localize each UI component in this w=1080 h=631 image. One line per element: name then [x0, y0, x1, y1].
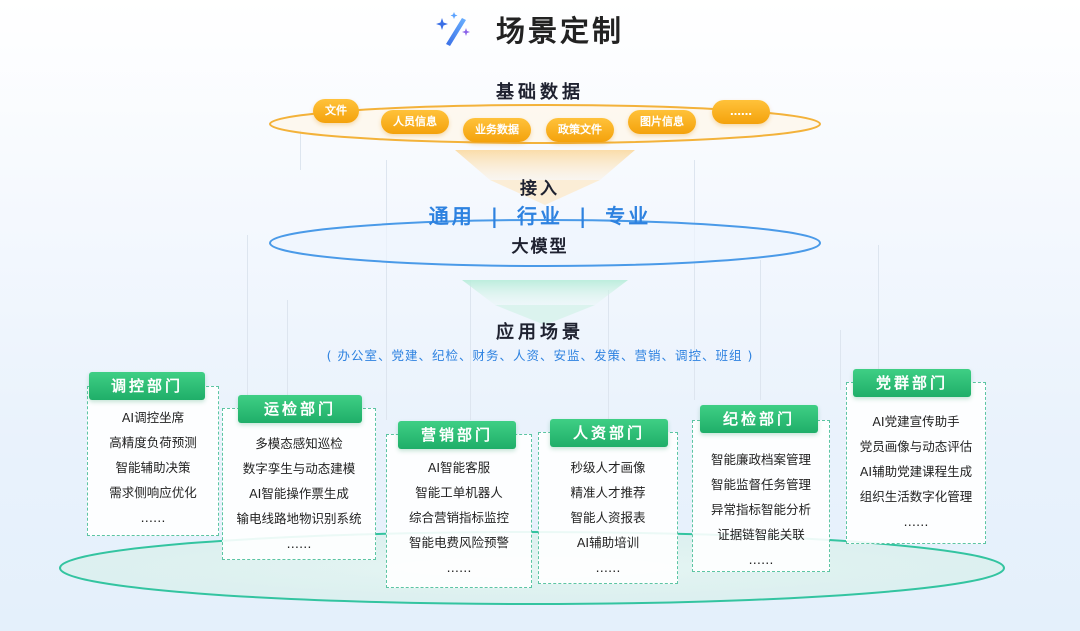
department-item: …… — [140, 510, 166, 525]
department-item: 智能电费风险预警 — [408, 535, 509, 550]
department-item: …… — [446, 560, 472, 575]
model-type-general: 通用 — [428, 204, 475, 228]
vertical-line — [247, 235, 248, 395]
department-header-maintenance: 运检部门 — [238, 395, 362, 423]
department-item: AI调控坐席 — [121, 410, 185, 425]
department-item: 智能监督任务管理 — [710, 477, 811, 492]
department-item: 综合营销指标监控 — [408, 510, 509, 525]
department-item: 组织生活数字化管理 — [859, 489, 973, 504]
funnel-arrow-green — [462, 280, 628, 305]
funnel-tip-green — [495, 305, 595, 325]
department-item: AI辅助培训 — [576, 535, 640, 550]
department-card-dispatch: AI调控坐席 高精度负荷预测 智能辅助决策 需求侧响应优化 …… — [87, 386, 219, 536]
vertical-line — [840, 330, 841, 390]
vertical-line — [470, 280, 471, 420]
application-subheading: ( 办公室、党建、纪检、财务、人资、安监、发策、营销、调控、班组 ) — [326, 348, 754, 363]
department-item: …… — [286, 536, 312, 551]
department-card-discipline: 智能廉政档案管理 智能监督任务管理 异常指标智能分析 证据链智能关联 …… — [692, 420, 830, 572]
vertical-line — [760, 260, 761, 400]
model-ring — [269, 219, 821, 267]
department-item: 精准人才推荐 — [570, 485, 646, 500]
department-item: AI智能操作票生成 — [249, 486, 349, 501]
model-types: 通用 | 行业 | 专业 — [0, 200, 1080, 229]
model-separator: | — [578, 204, 590, 228]
data-pill-file: 文件 — [313, 99, 359, 123]
vertical-line — [878, 245, 879, 370]
model-type-professional: 专业 — [605, 204, 652, 228]
vertical-line — [694, 160, 695, 400]
department-item: 异常指标智能分析 — [710, 502, 811, 517]
vertical-line — [386, 160, 387, 420]
data-pill-image: 图片信息 — [628, 110, 696, 134]
department-item: 智能辅助决策 — [115, 460, 191, 475]
model-label: 大模型 — [511, 237, 569, 257]
department-header-hr: 人资部门 — [550, 419, 668, 447]
vertical-line — [287, 300, 288, 395]
vertical-line — [300, 130, 301, 170]
data-pill-business: 业务数据 — [463, 118, 531, 142]
department-item: 智能工单机器人 — [415, 485, 503, 500]
department-header-party: 党群部门 — [853, 369, 971, 397]
model-type-industry: 行业 — [517, 204, 563, 228]
department-item: 党员画像与动态评估 — [859, 439, 973, 454]
page-title: 场景定制 — [495, 14, 624, 48]
department-card-maintenance: 多模态感知巡检 数字孪生与动态建模 AI智能操作票生成 输电线路地物识别系统 …… — [222, 408, 376, 560]
department-header-discipline: 纪检部门 — [700, 405, 818, 433]
department-item: 秒级人才画像 — [570, 460, 646, 475]
department-item: 高精度负荷预测 — [109, 435, 197, 450]
department-card-party: AI党建宣传助手 党员画像与动态评估 AI辅助党建课程生成 组织生活数字化管理 … — [846, 382, 986, 544]
data-pill-personnel: 人员信息 — [381, 110, 449, 134]
department-item: …… — [595, 560, 621, 575]
department-item: AI党建宣传助手 — [872, 414, 960, 429]
department-header-dispatch: 调控部门 — [89, 372, 205, 400]
department-item: AI辅助党建课程生成 — [859, 464, 973, 479]
department-item: 需求侧响应优化 — [109, 485, 197, 500]
department-header-marketing: 营销部门 — [398, 421, 516, 449]
data-pill-policy: 政策文件 — [546, 118, 614, 142]
department-item: 数字孪生与动态建模 — [242, 461, 356, 476]
sparkle-wand-icon — [436, 12, 470, 46]
department-card-marketing: AI智能客服 智能工单机器人 综合营销指标监控 智能电费风险预警 …… — [386, 434, 532, 588]
department-item: AI智能客服 — [427, 460, 491, 475]
access-heading: 接入 — [520, 179, 560, 199]
data-pill-more: …… — [712, 100, 770, 124]
funnel-tip-orange — [490, 180, 600, 205]
department-item: 智能廉政档案管理 — [710, 452, 811, 467]
base-data-heading: 基础数据 — [496, 82, 584, 103]
department-item: 输电线路地物识别系统 — [236, 511, 362, 526]
funnel-arrow-orange — [455, 150, 635, 180]
application-heading: 应用场景 — [496, 322, 584, 343]
vertical-line — [608, 290, 609, 420]
model-separator: | — [490, 204, 502, 228]
department-item: 证据链智能关联 — [717, 527, 805, 542]
department-item: …… — [748, 552, 774, 567]
department-item: 多模态感知巡检 — [255, 436, 343, 451]
department-card-hr: 秒级人才画像 精准人才推荐 智能人资报表 AI辅助培训 …… — [538, 432, 678, 584]
department-item: 智能人资报表 — [570, 510, 646, 525]
department-item: …… — [903, 514, 929, 529]
